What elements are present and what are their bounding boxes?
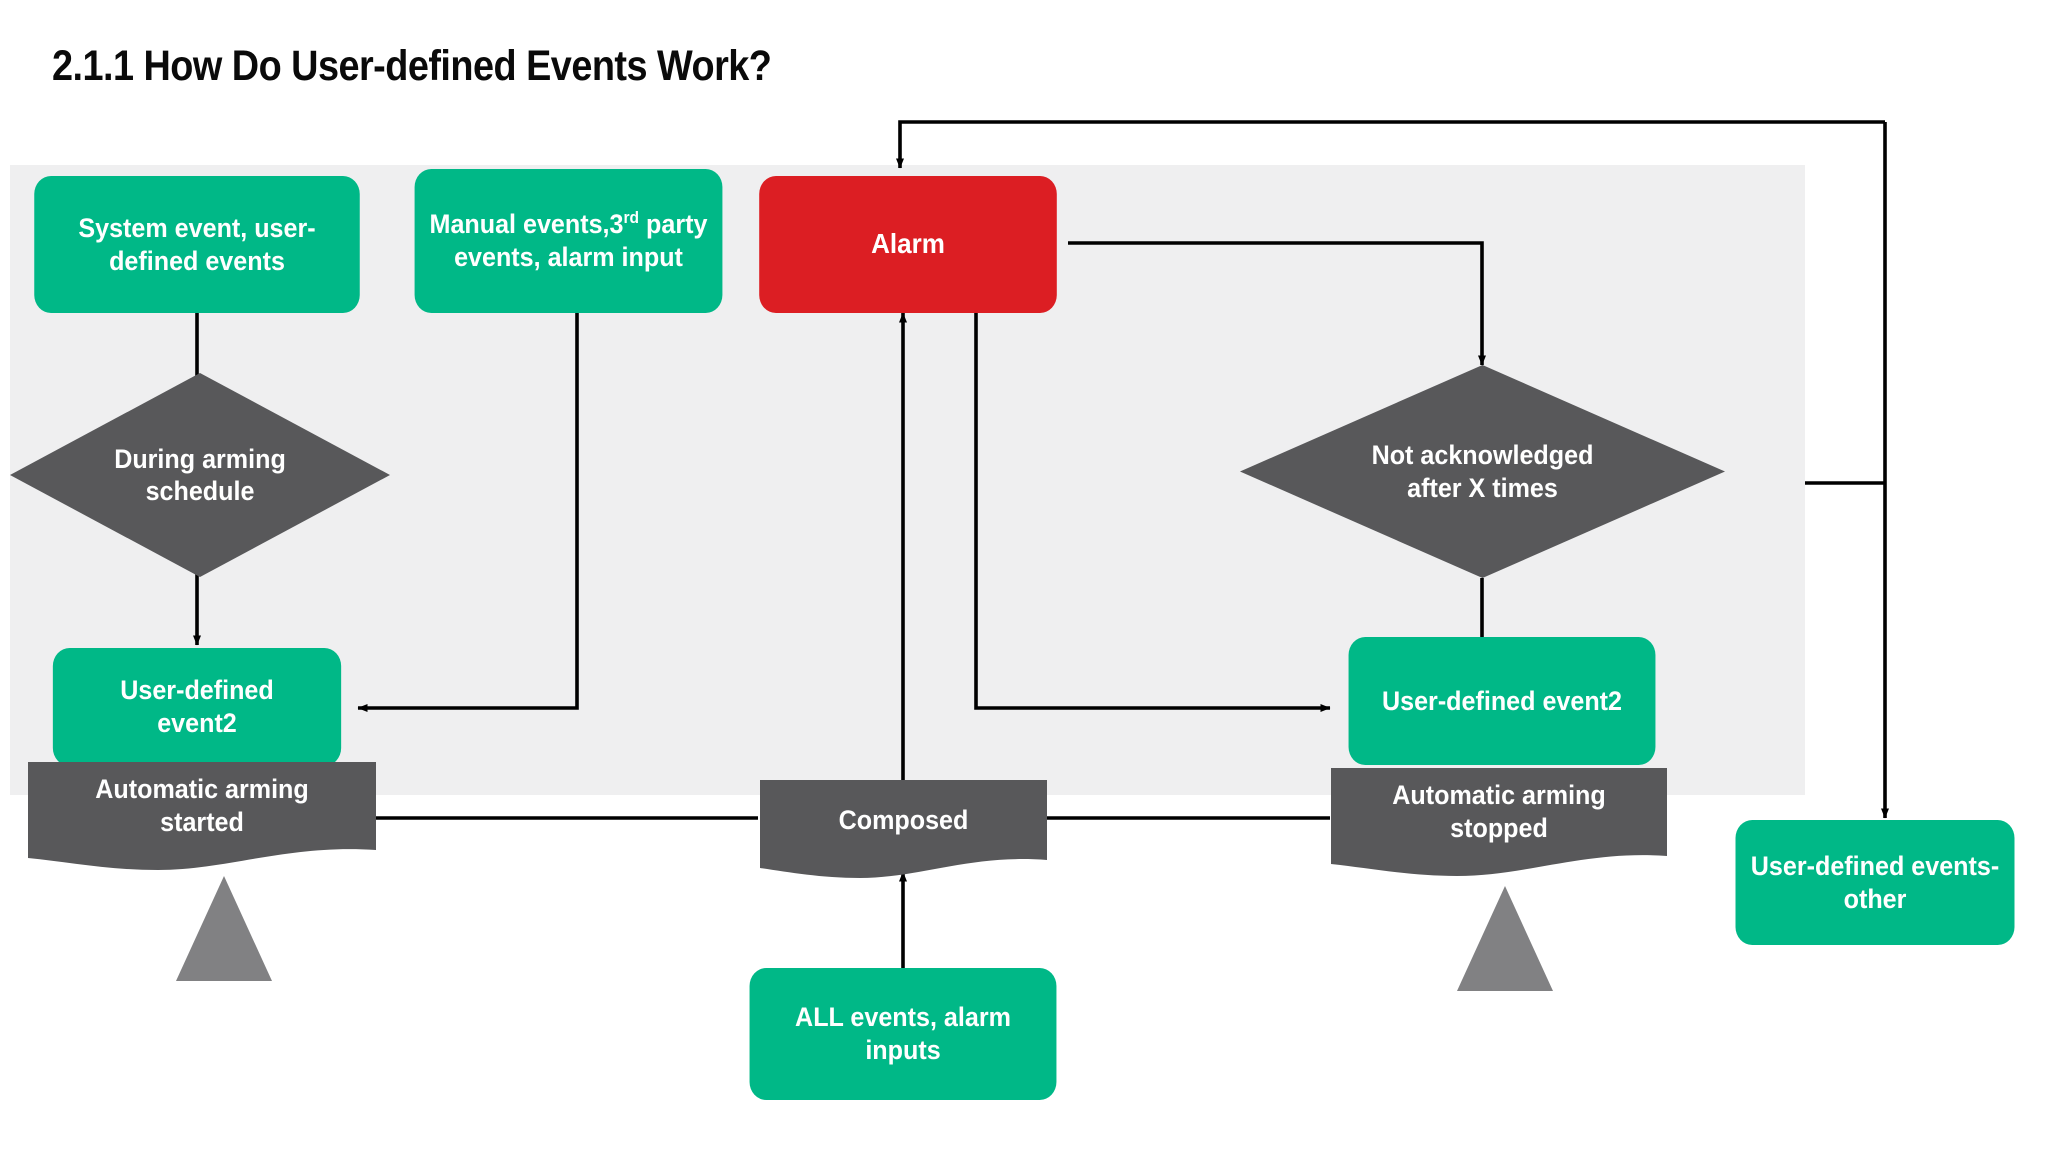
node-user-defined-event2-left[interactable]: User-defined event2 [52,648,342,766]
node-during-arming-schedule-label: During arming schedule [114,443,286,506]
node-manual-events[interactable]: Manual events,3rd party events, alarm in… [414,169,723,313]
triangle-right-icon [1457,886,1553,991]
node-automatic-arming-started-label: Automatic arming started [95,774,309,837]
node-user-defined-event2-left-label: User-defined event2 [120,675,274,738]
node-user-defined-event2-right-label: User-defined event2 [1381,685,1623,716]
node-user-defined-events-other-label: User-defined events-other [1750,850,2000,914]
node-system-event-label: System event, user-defined events [78,212,316,276]
wire-feedback-to-alarm [896,120,1885,169]
node-not-acknowledged-label: Not acknowledged after X times [1371,440,1594,503]
node-composed-label: Composed [838,804,969,835]
node-alarm[interactable]: Alarm [759,176,1057,313]
node-composed[interactable]: Composed [760,780,1047,882]
document-shape [1331,768,1667,876]
document-shape [28,762,376,870]
node-all-events-label: ALL events, alarm inputs [795,1002,1011,1065]
node-automatic-arming-stopped[interactable]: Automatic arming stopped [1331,768,1667,880]
node-manual-events-label: Manual events,3rd party events, alarm in… [415,208,723,274]
document-shape [760,780,1047,878]
node-user-defined-events-other[interactable]: User-defined events-other [1735,820,2015,945]
node-manual-events-label-pre: Manual events,3 [429,209,624,240]
node-system-event[interactable]: System event, user-defined events [34,176,360,313]
page-title: 2.1.1 How Do User-defined Events Work? [52,42,772,90]
node-manual-events-label-sup: rd [623,208,640,228]
node-alarm-label: Alarm [871,228,945,260]
triangle-left-icon [176,876,272,981]
node-all-events[interactable]: ALL events, alarm inputs [749,968,1057,1100]
node-automatic-arming-started[interactable]: Automatic arming started [28,762,376,874]
node-user-defined-event2-right[interactable]: User-defined event2 [1348,637,1656,765]
node-manual-events-label-post: party events, alarm input [454,209,708,272]
node-automatic-arming-stopped-label: Automatic arming stopped [1392,780,1606,843]
